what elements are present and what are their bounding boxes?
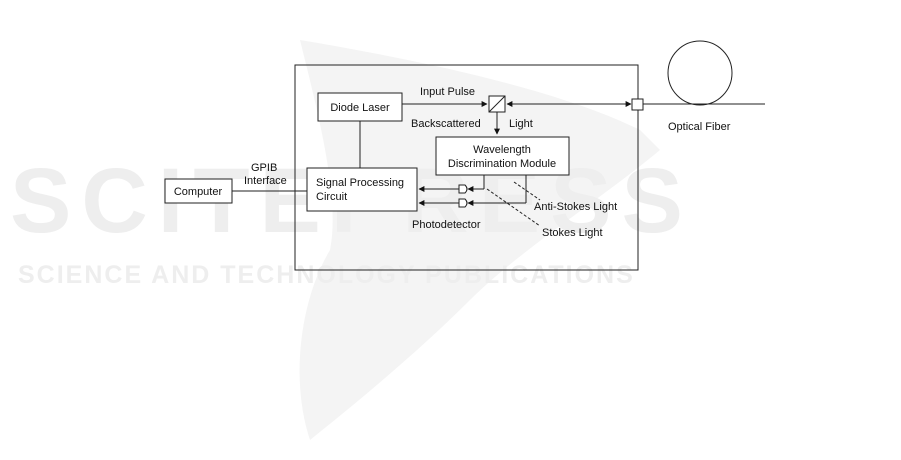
photodetector-upper: [459, 185, 467, 193]
interface-label: Interface: [244, 175, 287, 187]
gpib-label: GPIB: [251, 162, 277, 174]
spc-label-line2: Circuit: [316, 191, 347, 203]
diode-laser-label: Diode Laser: [330, 102, 390, 114]
photodetector-label: Photodetector: [412, 219, 481, 231]
photodetector-lower: [459, 199, 467, 207]
stokes-label: Stokes Light: [542, 227, 603, 239]
light-label: Light: [509, 118, 533, 130]
backscattered-label: Backscattered: [411, 118, 481, 130]
optical-fiber-coil: [668, 41, 732, 105]
input-pulse-label: Input Pulse: [420, 86, 475, 98]
anti-stokes-label: Anti-Stokes Light: [534, 201, 617, 213]
wdm-label-line1: Wavelength: [473, 144, 531, 156]
computer-label: Computer: [174, 186, 223, 198]
signal-processing-block: [307, 168, 417, 211]
optical-fiber-label: Optical Fiber: [668, 121, 731, 133]
spc-label-line1: Signal Processing: [316, 177, 404, 189]
wdm-label-line2: Discrimination Module: [448, 158, 556, 170]
watermark-tagline: SCIENCE AND TECHNOLOGY PUBLICATIONS: [18, 261, 635, 289]
fiber-coupler: [632, 99, 643, 110]
